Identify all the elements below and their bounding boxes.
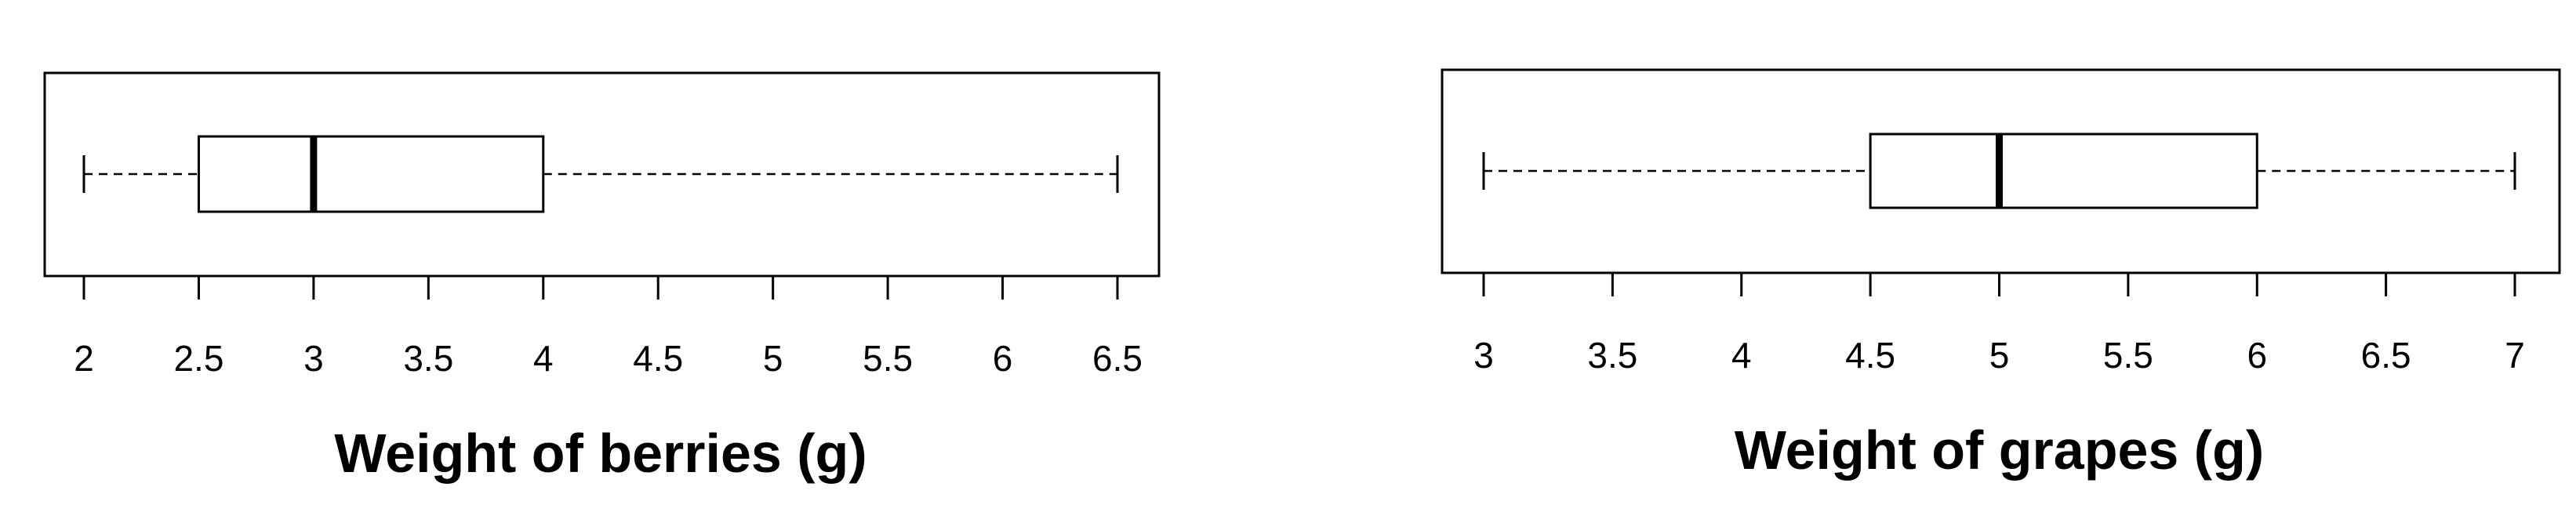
x-tick-label: 2 [74,338,94,379]
x-tick-label: 5 [1989,335,2010,376]
x-tick-label: 3 [1473,335,1494,376]
x-tick-label: 6 [993,338,1013,379]
x-tick-label: 3 [303,338,324,379]
iqr-box [1869,133,2258,209]
x-axis-title: Weight of grapes (g) [1735,419,2264,481]
x-tick-label: 4.5 [633,338,683,379]
x-tick-label: 5.5 [863,338,913,379]
x-tick-label: 6.5 [1092,338,1143,379]
x-tick-label: 4 [533,338,554,379]
x-tick-label: 3.5 [403,338,453,379]
x-tick-label: 5 [763,338,783,379]
x-tick-label: 6 [2247,335,2267,376]
x-tick-label: 4.5 [1845,335,1895,376]
iqr-box [197,135,545,213]
x-tick-label: 5.5 [2103,335,2153,376]
x-tick-label: 6.5 [2361,335,2411,376]
x-tick-label: 2.5 [173,338,223,379]
x-tick-label: 7 [2505,335,2525,376]
x-tick-label: 3.5 [1587,335,1637,376]
x-tick-label: 4 [1731,335,1752,376]
x-axis-title: Weight of berries (g) [334,423,867,484]
